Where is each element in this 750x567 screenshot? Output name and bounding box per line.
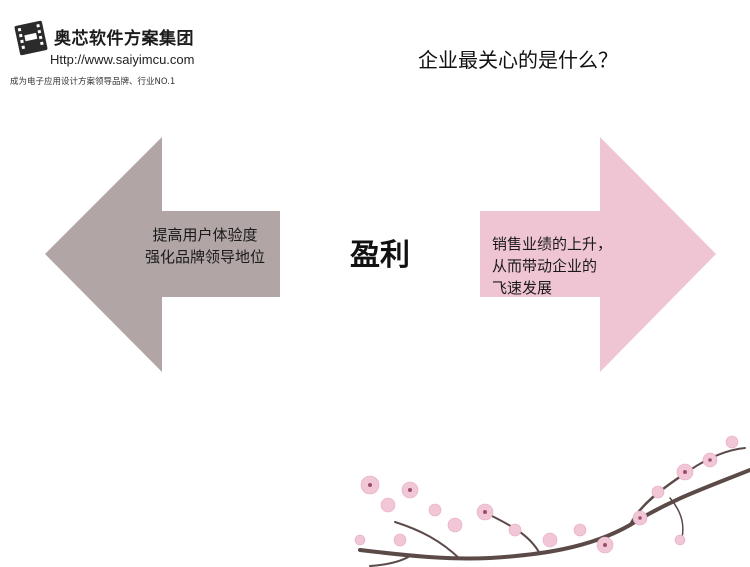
company-logo: 奥芯软件方案集团 Http://www.saiyimcu.com 成为电子应用设… bbox=[8, 14, 208, 94]
right-line-1: 销售业绩的上升， bbox=[492, 235, 613, 253]
company-name: 奥芯软件方案集团 bbox=[54, 29, 194, 49]
film-chip-icon bbox=[14, 20, 48, 56]
left-arrow bbox=[45, 137, 280, 372]
right-arrow bbox=[386, 137, 716, 372]
company-url: Http://www.saiyimcu.com bbox=[50, 52, 195, 67]
right-line-3: 飞速发展 bbox=[492, 279, 553, 297]
company-slogan: 成为电子应用设计方案领导品牌、行业NO.1 bbox=[10, 77, 176, 87]
slide-question: 企业最关心的是什么？ bbox=[418, 48, 618, 72]
plum-blossom-branch bbox=[354, 435, 750, 567]
center-label: 盈利 bbox=[350, 238, 410, 273]
left-line-1: 提高用户体验度 bbox=[152, 226, 258, 244]
center-box bbox=[280, 211, 480, 297]
right-arrow-text: 销售业绩的上升， 从而带动企业的 飞速发展 bbox=[492, 233, 672, 299]
right-line-2: 从而带动企业的 bbox=[492, 257, 598, 275]
left-line-2: 强化品牌领导地位 bbox=[144, 248, 265, 266]
left-arrow-text: 提高用户体验度 强化品牌领导地位 bbox=[120, 224, 290, 268]
